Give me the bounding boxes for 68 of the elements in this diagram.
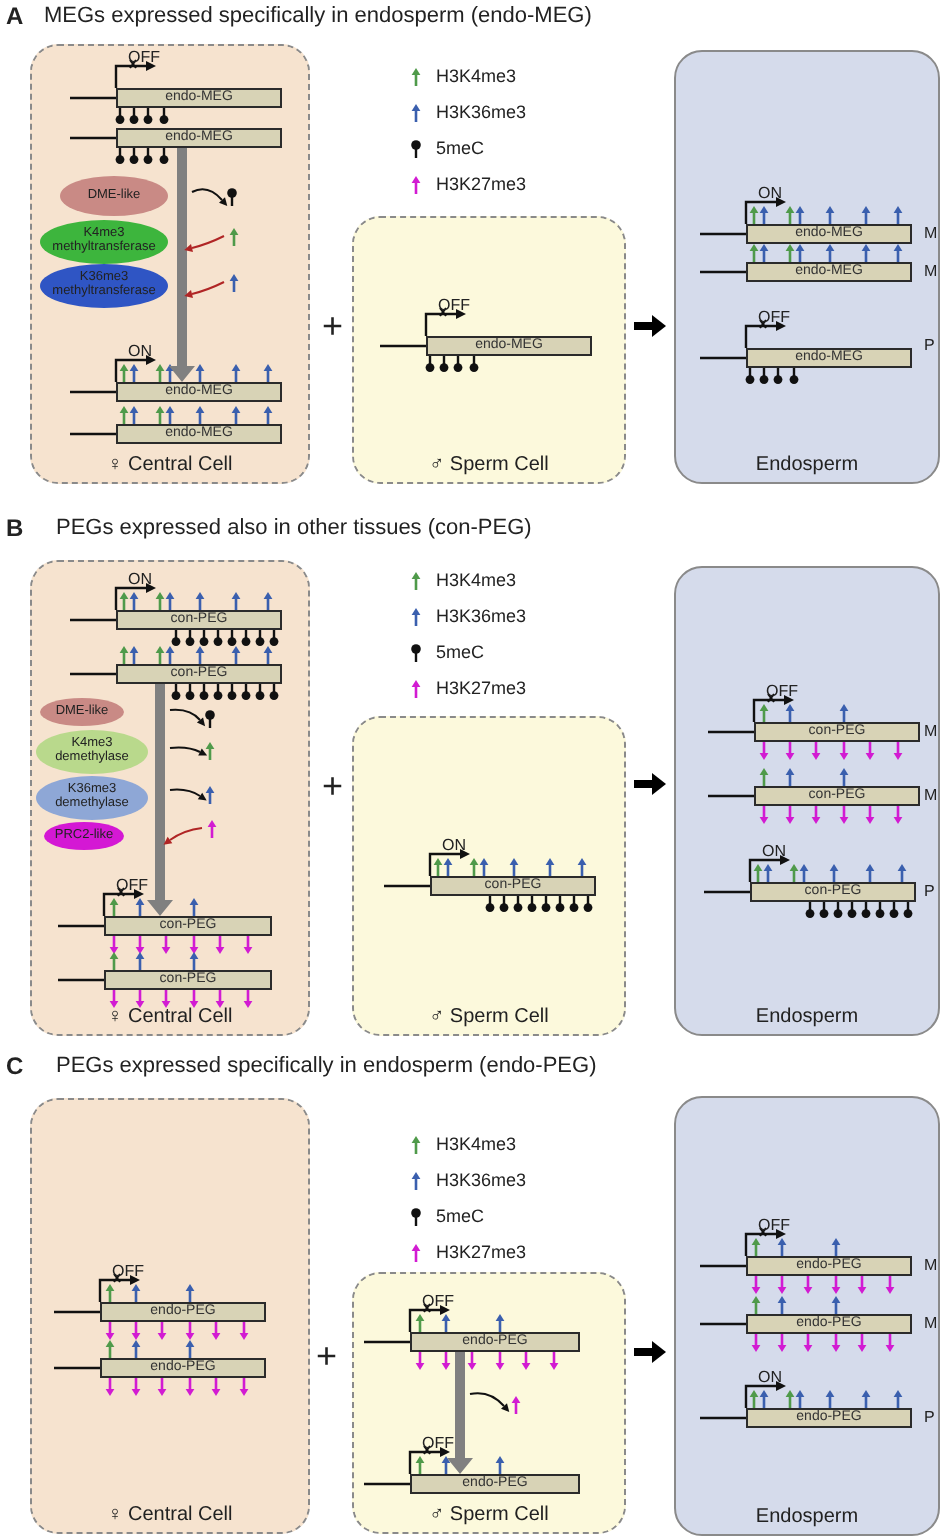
promoter-state-label: ON bbox=[758, 184, 782, 202]
panel-caption: ♂ Sperm Cell bbox=[429, 1006, 549, 1028]
cell-panel bbox=[352, 216, 626, 484]
parent-of-origin-label: M bbox=[924, 262, 938, 280]
promoter-state-label: OFF bbox=[766, 682, 798, 700]
parent-of-origin-label: M bbox=[924, 224, 938, 242]
plus-sign: + bbox=[322, 306, 344, 348]
cell-panel bbox=[674, 50, 940, 484]
parent-of-origin-label: P bbox=[924, 882, 935, 900]
legend-text: H3K4me3 bbox=[436, 66, 517, 86]
cell-panel bbox=[352, 716, 626, 1036]
arrow bbox=[634, 1341, 666, 1363]
arrow bbox=[634, 315, 666, 337]
promoter-state-label: ON bbox=[762, 842, 786, 860]
promoter-state-label: OFF bbox=[422, 1434, 454, 1452]
promoter-state-label: OFF bbox=[438, 296, 470, 314]
promoter-state-label: OFF bbox=[112, 1262, 144, 1280]
parent-of-origin-label: M bbox=[924, 1256, 938, 1274]
promoter-state-label: OFF bbox=[128, 48, 160, 66]
panel-heading: PEGs expressed also in other tissues (con-PEG) bbox=[56, 516, 532, 540]
arrow bbox=[147, 684, 173, 916]
promoter-state-label: OFF bbox=[116, 876, 148, 894]
parent-of-origin-label: M bbox=[924, 722, 938, 740]
panel-caption: Endosperm bbox=[755, 454, 859, 476]
panel-caption: Endosperm bbox=[755, 1006, 859, 1028]
cell-panel bbox=[352, 1272, 626, 1534]
promoter-state-label: OFF bbox=[758, 1216, 790, 1234]
panel-heading: MEGs expressed specifically in endosperm (endo-MEG) bbox=[44, 4, 592, 28]
arrow bbox=[634, 773, 666, 795]
cell-panel bbox=[674, 1096, 940, 1536]
panel-caption: ♀ Central Cell bbox=[107, 454, 233, 476]
legend-text: H3K27me3 bbox=[436, 678, 527, 698]
panel-letter: B bbox=[6, 514, 24, 542]
legend-text: H3K36me3 bbox=[436, 606, 527, 626]
parent-of-origin-label: M bbox=[924, 1314, 938, 1332]
legend-text: H3K4me3 bbox=[436, 570, 517, 590]
legend-text: H3K27me3 bbox=[436, 174, 527, 194]
panel-caption: ♀ Central Cell bbox=[107, 1504, 233, 1526]
promoter-state-label: ON bbox=[442, 836, 466, 854]
panel-letter: C bbox=[6, 1052, 24, 1080]
legend-text: H3K27me3 bbox=[436, 1242, 527, 1262]
promoter-state-label: OFF bbox=[422, 1292, 454, 1310]
legend-text: H3K4me3 bbox=[436, 1134, 517, 1154]
legend-text: 5meC bbox=[436, 642, 485, 662]
legend-text: 5meC bbox=[436, 138, 485, 158]
legend-text: H3K36me3 bbox=[436, 1170, 527, 1190]
panel-heading: PEGs expressed specifically in endosperm (endo-PEG) bbox=[56, 1054, 597, 1078]
plus-sign: + bbox=[316, 1336, 338, 1378]
cell-panel bbox=[30, 560, 310, 1036]
promoter-state-label: ON bbox=[128, 570, 152, 588]
panel-caption: ♀ Central Cell bbox=[107, 1006, 233, 1028]
panel-letter: A bbox=[6, 2, 24, 30]
promoter-state-label: ON bbox=[128, 342, 152, 360]
arrow bbox=[447, 1352, 473, 1474]
parent-of-origin-label: M bbox=[924, 786, 938, 804]
parent-of-origin-label: P bbox=[924, 1408, 935, 1426]
promoter-state-label: OFF bbox=[758, 308, 790, 326]
legend-text: H3K36me3 bbox=[436, 102, 527, 122]
plus-sign: + bbox=[322, 766, 344, 808]
cell-panel bbox=[30, 1098, 310, 1534]
legend-text: 5meC bbox=[436, 1206, 485, 1226]
parent-of-origin-label: P bbox=[924, 336, 935, 354]
panel-caption: ♂ Sperm Cell bbox=[429, 1504, 549, 1526]
panel-caption: ♂ Sperm Cell bbox=[429, 454, 549, 476]
cell-panel bbox=[30, 44, 310, 484]
promoter-state-label: ON bbox=[758, 1368, 782, 1386]
cell-panel bbox=[674, 566, 940, 1036]
panel-caption: Endosperm bbox=[755, 1506, 859, 1528]
